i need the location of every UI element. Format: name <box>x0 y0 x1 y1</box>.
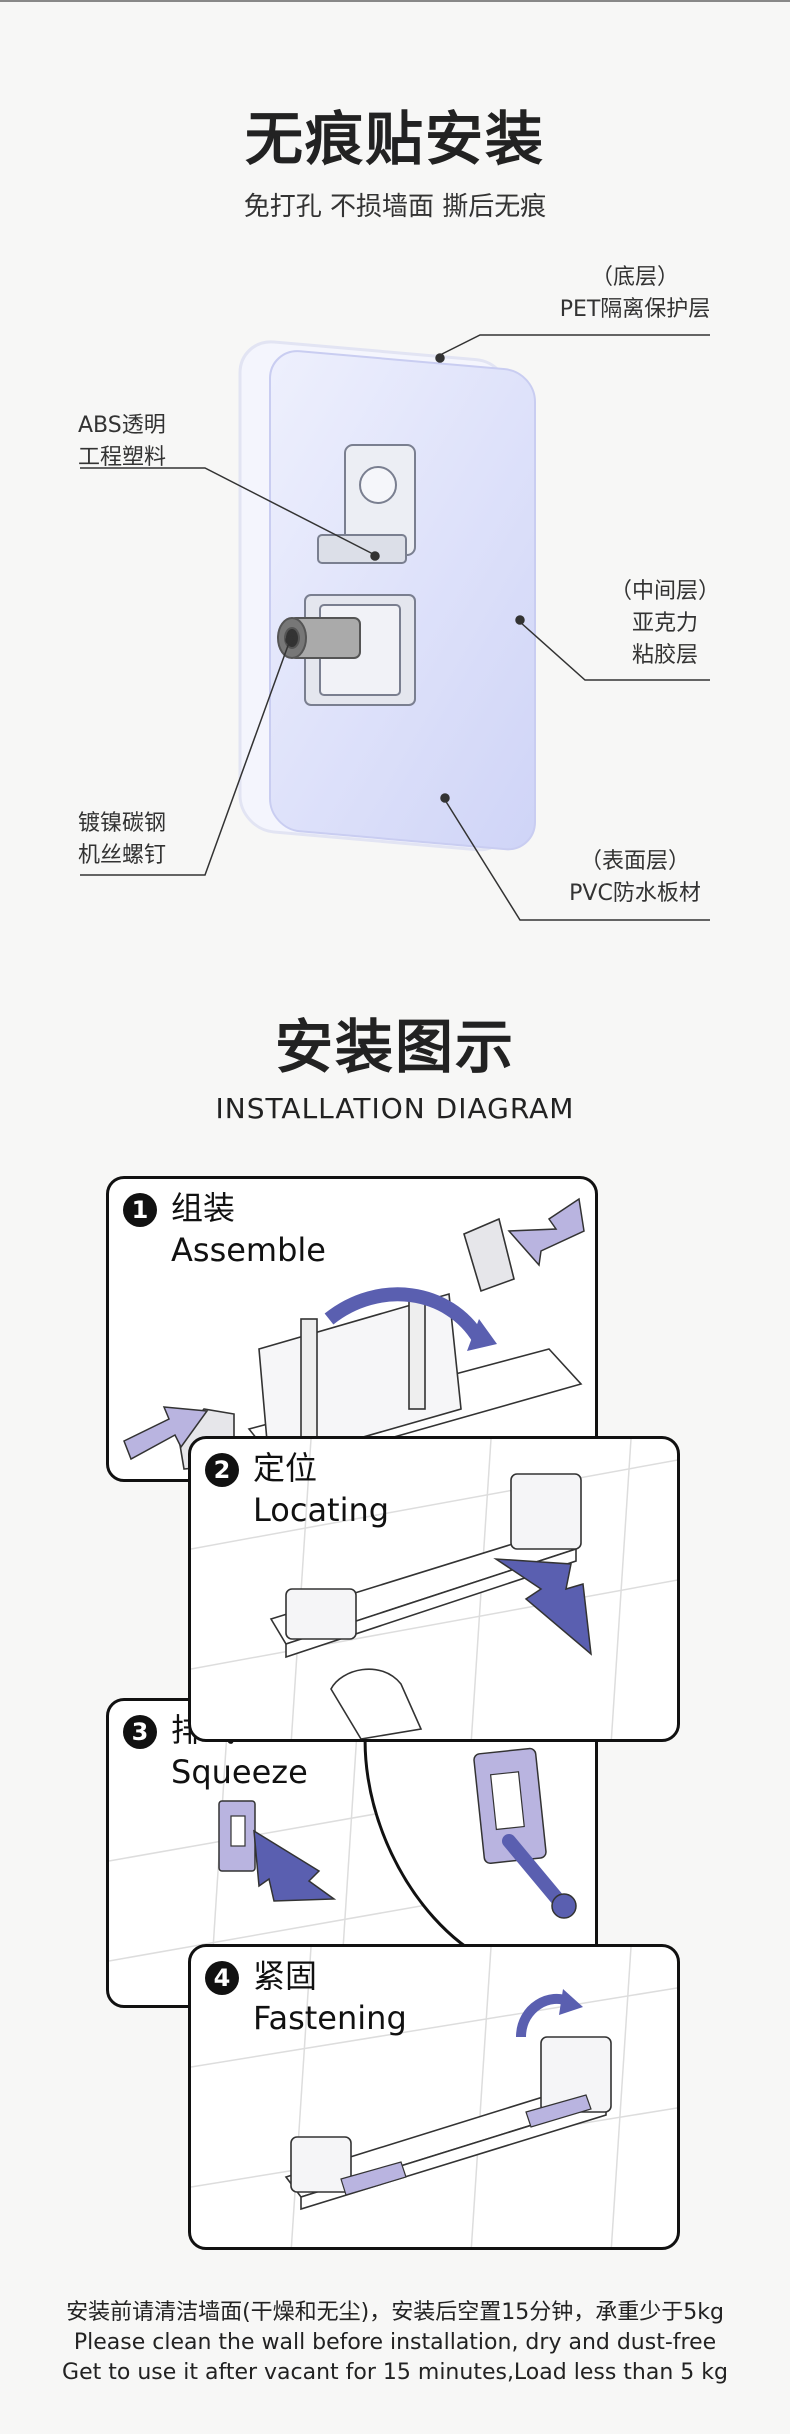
top-divider <box>0 0 790 2</box>
label-middle-layer: （中间层） 亚克力 粘胶层 <box>609 579 720 668</box>
assemble-rotate-arrow <box>324 1287 485 1343</box>
label-surface-layer: （表面层） PVC防水板材 <box>569 849 701 906</box>
squeeze-illustration <box>109 1701 595 2005</box>
note-line-en-2: Get to use it after vacant for 15 minute… <box>62 2360 728 2385</box>
section1-subtitle: 免打孔 不损墙面 撕后无痕 <box>243 192 547 222</box>
note-line-cn: 安装前请清洁墙面(干燥和无尘)，安装后空置15分钟，承重少于5kg <box>66 2300 724 2325</box>
locating-illustration <box>191 1439 677 1739</box>
locating-push-arrow <box>493 1558 592 1656</box>
step4-badge: 4 <box>205 1961 239 1995</box>
plate-illustration <box>80 334 710 921</box>
section1-title: 无痕贴安装 <box>244 105 545 173</box>
squeeze-arrow <box>253 1829 337 1902</box>
left-push-arrow <box>123 1406 209 1461</box>
right-push-arrow <box>507 1197 585 1267</box>
note-line-en-1: Please clean the wall before installatio… <box>73 2330 717 2355</box>
section2-subtitle: INSTALLATION DIAGRAM <box>215 1092 575 1125</box>
fastening-illustration <box>191 1947 677 2247</box>
label-abs: ABS透明 工程塑料 <box>78 413 167 470</box>
step1-badge: 1 <box>123 1193 157 1227</box>
label-bottom-layer: （底层） PET隔离保护层 <box>559 265 711 322</box>
wrench-icon <box>502 1834 566 1908</box>
install-notes: 安装前请清洁墙面(干燥和无尘)，安装后空置15分钟，承重少于5kg Please… <box>0 2298 790 2388</box>
assemble-illustration <box>123 1197 585 1470</box>
step2-badge: 2 <box>205 1453 239 1487</box>
label-screw: 镀镍碳钢 机丝螺钉 <box>78 811 167 868</box>
section2-title: 安装图示 <box>274 1013 515 1081</box>
step3-badge: 3 <box>123 1715 157 1749</box>
